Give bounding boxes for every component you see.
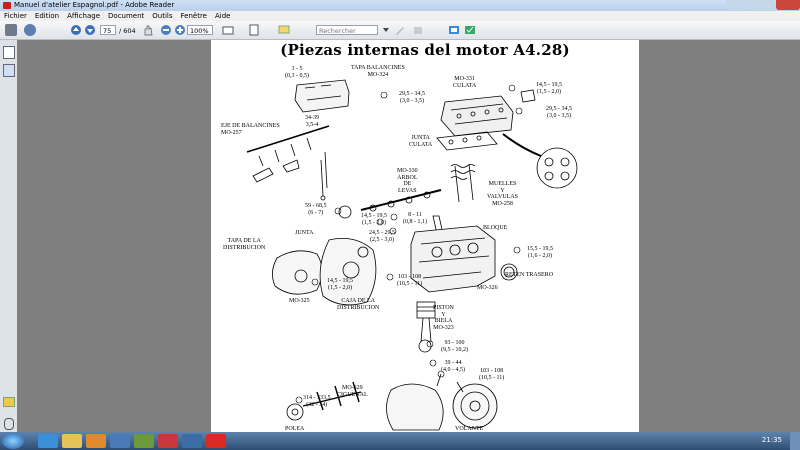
close-button[interactable] [776,0,800,10]
collaborate-icon[interactable] [448,24,460,36]
diagram-label: JUNTA [295,230,314,236]
diagram-label: MO-326 [477,285,498,291]
diagram-label: POLEA [285,426,305,432]
search-dropdown-icon[interactable] [380,24,392,36]
menu-aide[interactable]: Aide [214,12,231,20]
diagram-label: 59 - 68,5 (6 - 7) [305,203,327,216]
next-page-icon[interactable] [84,24,96,36]
print-icon[interactable] [5,24,17,36]
search-input[interactable]: Rechercher [316,25,378,35]
diagram-label: 29,5 - 34,5 (3,0 - 3,5) [546,106,572,119]
zoom-select[interactable]: 100% [187,25,213,35]
diagram-label: PISTON Y BIELA MO-323 [433,305,454,331]
comment-icon[interactable] [278,24,290,36]
diagram-label: MO-325 [289,298,310,304]
diagram-label: 24,5 - 29,5 (2,5 - 3,0) [369,230,395,243]
taskbar-app-icon[interactable] [158,434,178,448]
menu-outils[interactable]: Outils [152,12,173,20]
comments-panel-icon[interactable] [3,397,15,407]
menu-document[interactable]: Document [108,12,145,20]
taskbar-ie-icon[interactable] [38,434,58,448]
engine-exploded-diagram [246,79,578,431]
fit-page-icon[interactable] [222,24,234,36]
diagram-label: BLOQUE [483,225,508,231]
pages-panel-icon[interactable] [3,46,15,59]
taskbar-adobe-reader-icon[interactable] [206,434,226,448]
menu-edition[interactable]: Edition [34,12,60,20]
menu-fenetre[interactable]: Fenêtre [180,12,207,20]
taskbar: 21:35 [0,432,800,450]
start-button[interactable] [2,433,24,449]
diagram-label: CAJA DE LA DISTRIBUCION [337,298,380,311]
page-view-icon[interactable] [248,24,260,36]
zoom-in-icon[interactable] [174,24,186,36]
taskbar-app-icon[interactable] [110,434,130,448]
review-icon[interactable] [464,24,476,36]
diagram-label: TAPA BALANCINES MO-324 [351,65,405,78]
page-total: / 604 [119,27,136,35]
bookmarks-panel-icon[interactable] [3,64,15,77]
diagram-label: RETEN TRASERO [505,272,554,278]
diagram-label: 14,5 - 19,5 (1,5 - 2,0) [327,278,353,291]
taskbar-app-icon[interactable] [134,434,154,448]
adobe-reader-icon [3,2,11,9]
diagram-label: 8 - 11 (0,8 - 1,1) [403,212,427,225]
diagram-label: 93 - 100 (9,5 - 10,2) [441,340,468,353]
diagram-label: 103 - 108 (10,5 - 11) [397,274,423,287]
menu-fichier[interactable]: Fichier [4,12,27,20]
menu-bar: Fichier Edition Affichage Document Outils Fen… [0,11,800,21]
menu-affichage[interactable]: Affichage [67,12,101,20]
share-icon[interactable] [24,24,36,36]
diagram-label: VOLANTE [455,426,484,432]
diagram-label: 14,5 - 19,5 (1,5 - 2,0) [536,82,562,95]
diagram-label: 34-39 3,5-4 [305,115,319,128]
diagram-label: MUELLES Y VALVULAS MO-258 [487,181,519,207]
taskbar-app-icon[interactable] [182,434,202,448]
page-number-input[interactable]: 75 [100,25,116,35]
diagram-label: MO-331 CULATA [453,76,477,89]
diagram-label: JUNTA CULATA [409,135,433,148]
diagram-label: 3 - 5 (0,3 - 0,5) [285,66,309,79]
diagram-label: 103 - 108 (10,5 - 11) [479,368,505,381]
title-bar: Manuel d'atelier Espagnol.pdf - Adobe Re… [0,0,800,11]
prev-page-icon[interactable] [70,24,82,36]
navigation-panel [0,40,18,432]
system-tray [676,436,736,446]
attach-icon[interactable] [412,24,424,36]
diagram-label: 15,5 - 19,5 (1,6 - 2,0) [527,246,553,259]
diagram-label: MO-330 ARBOL DE LEVAS [397,168,418,194]
sign-icon[interactable] [394,24,406,36]
diagram-label: 39 - 44 (4,0 - 4,5) [441,360,465,373]
diagram-label: 14,5 - 19,5 (1,5 - 2,0) [361,213,387,226]
diagram-label: EJE DE BALANCINES MO-257 [221,123,280,136]
diagram-label: TAPA DE LA DISTRIBUCION [223,238,266,251]
hand-tool-icon[interactable] [142,24,154,36]
taskbar-explorer-icon[interactable] [62,434,82,448]
toolbar: 75 / 604 100% Rechercher [0,21,800,40]
page-title: (Piezas internas del motor A4.28) [280,41,570,59]
minimize-button[interactable] [726,0,750,10]
maximize-button[interactable] [751,0,775,10]
window-title: Manuel d'atelier Espagnol.pdf - Adobe Re… [14,1,175,9]
attachments-panel-icon[interactable] [4,418,14,430]
zoom-out-icon[interactable] [160,24,172,36]
diagram-label: 314 - 333,5 (32 - 34) [303,395,331,408]
document-area[interactable]: (Piezas internas del motor A4.28) [17,40,800,432]
clock: 21:35 [761,436,782,444]
diagram-label: 29,5 - 34,5 (3,0 - 3,5) [399,91,425,104]
pdf-page: (Piezas internas del motor A4.28) [211,40,639,432]
show-desktop-button[interactable] [790,432,800,450]
diagram-label: MO-329 CIGUENAL [337,385,368,398]
taskbar-media-icon[interactable] [86,434,106,448]
